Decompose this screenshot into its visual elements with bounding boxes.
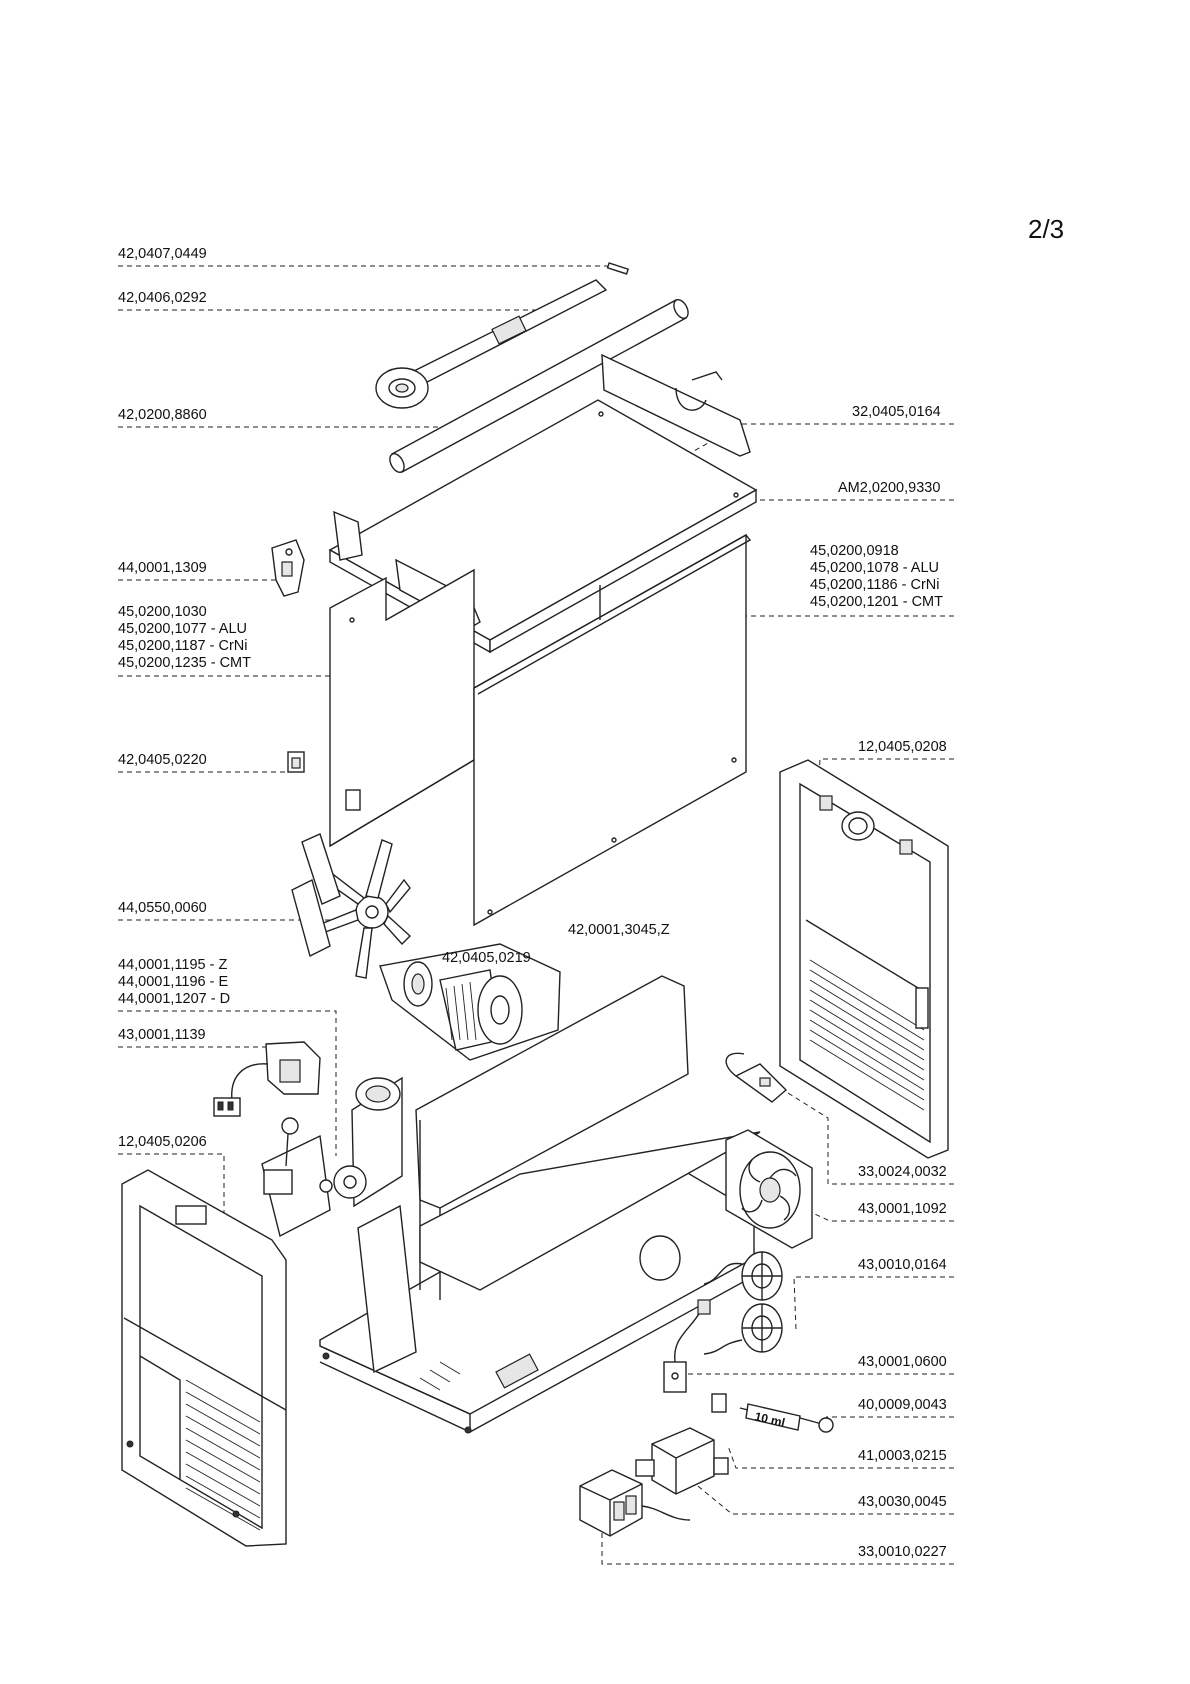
part-number-callout-multiline: 45,0200,1030 45,0200,1077 - ALU 45,0200,…	[118, 604, 251, 671]
front-panel-left	[121, 1169, 287, 1547]
syringe: 10 ml	[739, 1403, 834, 1433]
part-number-callout: 42,0405,0220	[118, 752, 207, 768]
left-side-panel	[329, 568, 475, 848]
part-number-callout: 32,0405,0164	[852, 404, 941, 420]
page-number: 2/3	[1028, 214, 1065, 244]
clip-part	[287, 751, 305, 773]
base-chassis	[319, 975, 761, 1434]
spool-holder-group	[379, 943, 561, 1061]
part-number-callout-multiline: 44,0001,1195 - Z 44,0001,1196 - E 44,000…	[118, 957, 231, 1007]
syringe-label: 10 ml	[753, 1409, 786, 1430]
part-number-callout: 33,0010,0227	[858, 1544, 947, 1560]
part-number-callout: 43,0001,1139	[118, 1027, 206, 1043]
part-number-callout: 43,0030,0045	[858, 1494, 947, 1510]
part-number-callout: 43,0001,1092	[858, 1201, 947, 1217]
thermostat-part	[663, 1299, 711, 1393]
handle-bracket	[601, 353, 751, 457]
part-number-callout: 33,0024,0032	[858, 1164, 947, 1180]
part-number-callout: 44,0550,0060	[118, 900, 207, 916]
part-number-callout: 43,0010,0164	[858, 1257, 947, 1273]
wheel-spider	[291, 833, 412, 979]
part-number-callout: 42,0407,0449	[118, 246, 207, 262]
front-panel-right	[779, 759, 949, 1159]
pin-part	[606, 262, 630, 275]
part-number-callout: 42,0405,0219	[442, 950, 531, 966]
transformer-part	[579, 1469, 691, 1537]
part-number-callout: 44,0001,1309	[118, 560, 207, 576]
relay-part	[635, 1393, 729, 1495]
handle-tube	[389, 299, 689, 473]
part-number-callout: 42,0200,8860	[118, 407, 207, 423]
part-number-callout: AM2,0200,9330	[838, 480, 941, 496]
part-number-callout: 42,0001,3045,Z	[568, 922, 670, 938]
part-number-callout: 40,0009,0043	[858, 1397, 947, 1413]
part-number-callout: 12,0405,0208	[858, 739, 947, 755]
part-number-callout: 42,0406,0292	[118, 290, 207, 306]
part-number-callout-multiline: 45,0200,0918 45,0200,1078 - ALU 45,0200,…	[810, 543, 943, 610]
right-side-panel	[473, 533, 752, 927]
part-number-callout: 12,0405,0206	[118, 1134, 207, 1150]
connector-part	[213, 1041, 321, 1117]
part-number-callout: 43,0001,0600	[858, 1354, 947, 1370]
ferrite-cores	[703, 1251, 783, 1355]
sensor-part	[725, 1052, 788, 1103]
part-number-callout: 41,0003,0215	[858, 1448, 947, 1464]
carry-strap	[375, 279, 608, 409]
hinge-part	[271, 539, 305, 597]
cooling-fan	[725, 1129, 813, 1249]
wire-feed-motor	[261, 1076, 403, 1238]
